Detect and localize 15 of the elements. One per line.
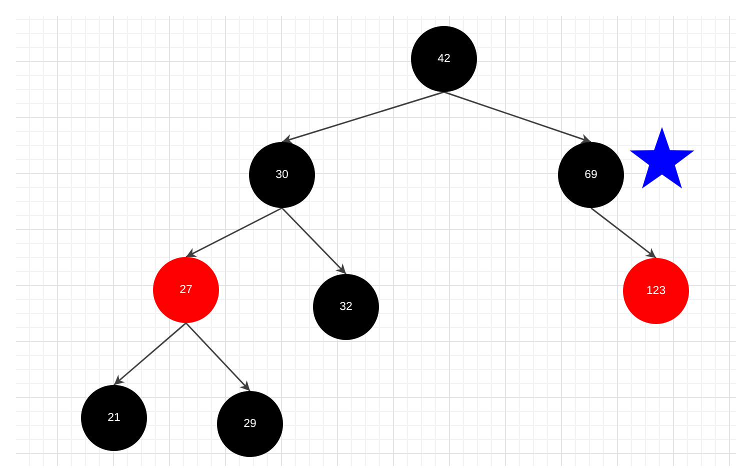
arrow [281, 207, 347, 275]
node-value: 69 [584, 168, 598, 182]
node-value: 21 [108, 411, 120, 425]
arrow [185, 322, 251, 392]
arrow [444, 91, 592, 144]
node-value: 29 [244, 417, 256, 431]
arrow [282, 91, 444, 144]
node-value: 27 [180, 283, 192, 297]
node-value: 123 [646, 284, 666, 298]
arrow [590, 207, 656, 259]
arrow [114, 322, 186, 386]
arrow [186, 207, 282, 258]
node-value: 32 [340, 300, 352, 314]
node-value: 42 [438, 52, 450, 66]
node-value: 30 [276, 168, 288, 182]
